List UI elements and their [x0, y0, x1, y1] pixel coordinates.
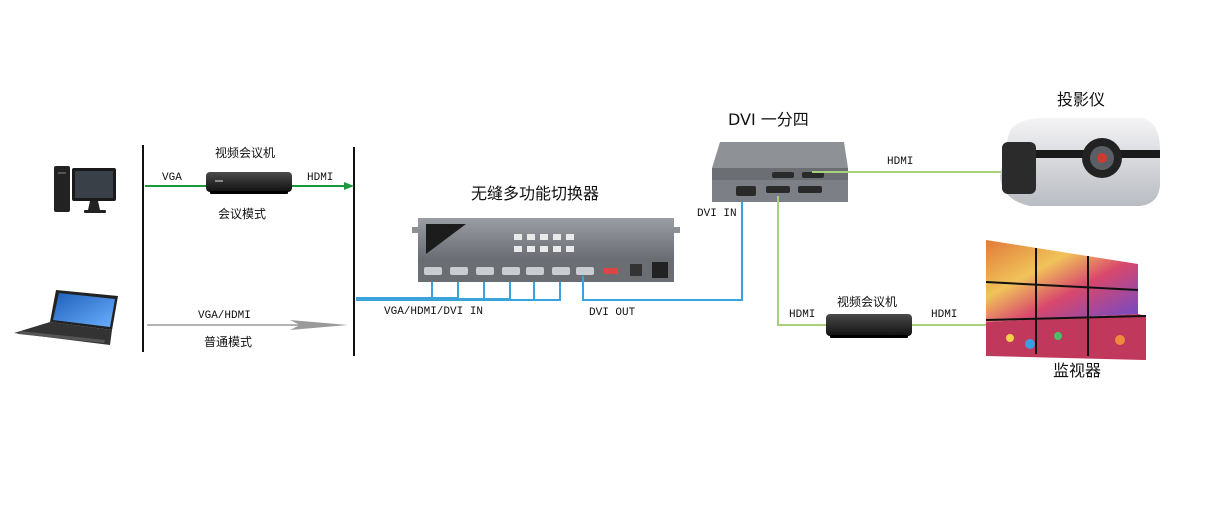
switcher-input-label: VGA/HDMI/DVI IN: [384, 306, 484, 318]
splitter-title: DVI 一分四: [728, 110, 809, 129]
projector-hdmi-label: HDMI: [887, 156, 914, 168]
hdmi-green-arrow: [344, 182, 354, 190]
vga-label: VGA: [162, 172, 182, 184]
right-hdmi-out-label: HDMI: [931, 309, 958, 321]
left-conference-device-icon: [206, 172, 292, 194]
conference-mode-label: 会议模式: [218, 207, 267, 221]
right-conference-device-icon: [826, 314, 912, 338]
left-conference-device-label: 视频会议机: [215, 146, 276, 160]
laptop-icon: [14, 290, 118, 345]
video-wall-icon: [985, 240, 1147, 360]
projector-icon: [1000, 118, 1160, 206]
switcher-output-label: DVI OUT: [589, 307, 636, 319]
right-hdmi-in-label: HDMI: [789, 309, 816, 321]
splitter-to-conference-line: [777, 196, 826, 326]
switcher-title: 无缝多功能切换器: [471, 184, 600, 203]
splitter-device-icon: [712, 142, 848, 202]
switcher-input-lines: [356, 276, 561, 301]
projector-title: 投影仪: [1057, 90, 1106, 109]
switcher-device-icon: [412, 218, 680, 282]
vga-hdmi-label: VGA/HDMI: [198, 310, 251, 322]
dvi-out-blue-line: [582, 186, 743, 301]
monitor-title: 监视器: [1053, 361, 1102, 380]
vga-hdmi-gray-arrow: [290, 320, 348, 330]
right-conference-device-label: 视频会议机: [837, 295, 898, 309]
desktop-pc-icon: [54, 166, 116, 213]
normal-mode-label: 普通模式: [204, 335, 253, 349]
hdmi-label-left: HDMI: [307, 172, 334, 184]
splitter-input-label: DVI IN: [697, 208, 737, 220]
